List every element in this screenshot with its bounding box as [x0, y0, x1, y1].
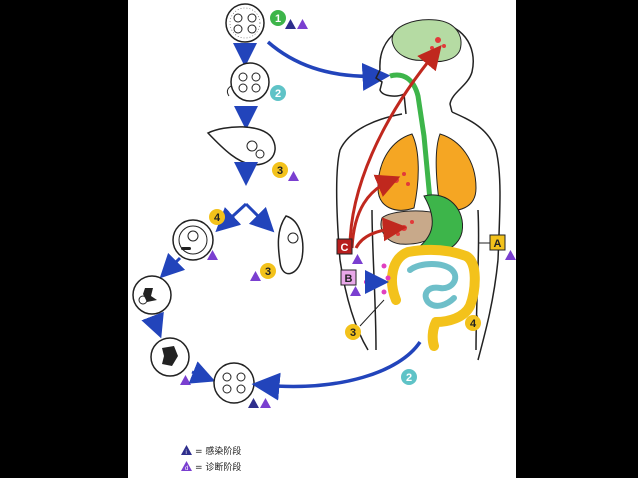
chromatoid-cyst: [150, 337, 190, 377]
trophozoite-right: [277, 215, 304, 275]
site-C-text: C: [341, 242, 349, 254]
infective-marker-letter: i: [186, 450, 187, 456]
body-stage-number-4: 4: [470, 318, 477, 330]
body-stage-badge-4: 4: [465, 315, 481, 331]
stage-badge-3b: 3: [260, 263, 276, 279]
mature-cyst-stage1: [225, 3, 265, 43]
site-label-B: B: [340, 269, 361, 296]
stage-number-2: 2: [275, 88, 281, 100]
body-stage-number-3: 3: [350, 327, 356, 339]
site-B-text: B: [345, 273, 353, 285]
arrow-to-binucleate: [159, 252, 186, 279]
arrow-to-chromatoid: [141, 311, 164, 339]
legend-diagnostic-label: = 诊断阶段: [195, 461, 241, 473]
arrow-feces-to-cyst: [251, 341, 422, 401]
esophagus: [389, 72, 433, 201]
red-arrow-to-lung: [350, 174, 401, 249]
diagnostic-marker-letter: d: [185, 466, 188, 472]
stage-number-4: 4: [214, 212, 221, 224]
site-label-C: C: [336, 238, 363, 264]
fork-arrow-right: [244, 202, 275, 233]
red-arrow-to-liver: [354, 217, 407, 249]
body-stage-badge-2: 2: [401, 369, 417, 385]
legend-infective-label: = 感染阶段: [195, 445, 241, 457]
stage-badge-4: 4: [209, 209, 225, 225]
excysting-amoeba-stage2: [226, 62, 270, 102]
stage-badge-1: 1: [270, 10, 308, 29]
site-A-text: A: [494, 238, 502, 250]
small-intestine: [407, 261, 459, 309]
stage-badge-3: 3: [272, 162, 299, 181]
stage-number-3: 3: [277, 165, 283, 177]
fork-arrow-left: [215, 202, 248, 233]
arrow-ingestion-to-mouth: [266, 40, 391, 91]
stage-badge-2: 2: [270, 85, 286, 101]
binucleate-cyst: [132, 275, 172, 315]
large-intestine: [387, 244, 480, 351]
arrow-to-mature-cyst: [188, 361, 216, 384]
right-lung: [435, 133, 477, 211]
trophozoite-stage3: [206, 126, 276, 166]
mature-cyst-bottom: [213, 362, 255, 404]
body-stage-number-2: 2: [406, 372, 412, 384]
body-stage-badge-3: 3: [345, 299, 385, 340]
brain: [391, 19, 462, 63]
stage-number-1: 1: [275, 13, 281, 25]
site-label-A: A: [478, 234, 516, 260]
legend-infective-row: i = 感染阶段: [181, 445, 241, 457]
legend-diagnostic-row: d = 诊断阶段: [181, 461, 241, 473]
legend: i = 感染阶段 d = 诊断阶段: [181, 445, 241, 473]
red-arrow-to-brain: [348, 45, 442, 249]
stage-number-3b: 3: [265, 266, 271, 278]
immature-cyst-stage4: [172, 219, 214, 261]
